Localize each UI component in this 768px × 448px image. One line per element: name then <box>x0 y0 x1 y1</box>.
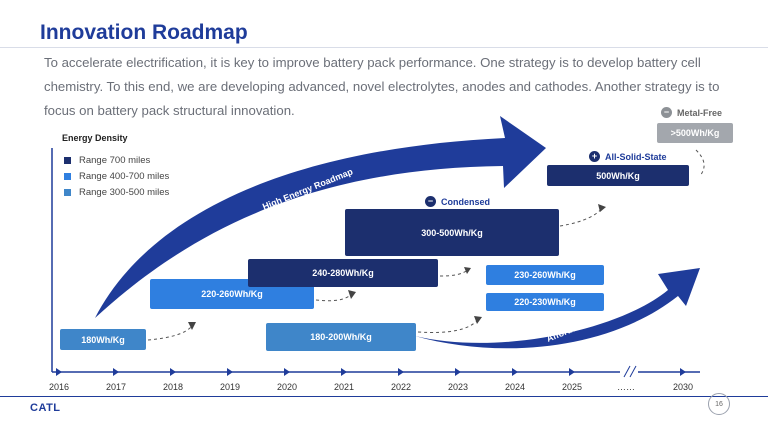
tick-marker <box>341 368 347 376</box>
legend-item-400-700: Range 400-700 miles <box>64 171 169 182</box>
plus-circle-icon: + <box>589 151 600 162</box>
tag-all-solid-state-label: All-Solid-State <box>605 151 667 162</box>
tick-marker <box>56 368 62 376</box>
tick-marker <box>284 368 290 376</box>
legend-label: Range 400-700 miles <box>79 171 170 182</box>
minus-circle-icon: − <box>661 107 672 118</box>
minus-circle-icon: − <box>425 196 436 207</box>
connector <box>559 207 603 227</box>
bar-240-280: 240-280Wh/Kg <box>248 259 438 287</box>
arrowhead <box>188 322 196 330</box>
tick-marker <box>170 368 176 376</box>
tag-all-solid-state: + All-Solid-State <box>589 151 667 162</box>
tick-marker <box>569 368 575 376</box>
tag-condensed-label: Condensed <box>441 196 491 207</box>
year-tick-2024: 2024 <box>504 382 526 392</box>
legend-swatch <box>64 189 71 196</box>
year-tick-2021: 2021 <box>333 382 355 392</box>
year-tick-2022: 2022 <box>390 382 412 392</box>
axis-break-1 <box>623 365 631 378</box>
year-tick-2025: 2025 <box>561 382 583 392</box>
bar-over-500: >500Wh/Kg <box>657 123 733 143</box>
page-title: Innovation Roadmap <box>40 21 248 44</box>
legend-swatch <box>64 173 71 180</box>
tick-marker <box>512 368 518 376</box>
footer-divider <box>0 396 768 397</box>
connector <box>315 293 353 302</box>
title-divider <box>0 47 768 48</box>
intro-paragraph: To accelerate electrification, it is key… <box>44 55 720 118</box>
connector <box>147 325 193 341</box>
high-energy-arrow <box>95 116 546 318</box>
legend-item-300-500: Range 300-500 miles <box>64 187 169 198</box>
affordable-arrow <box>415 268 700 349</box>
year-tick-2017: 2017 <box>105 382 127 392</box>
arrowhead <box>464 267 471 274</box>
tag-condensed: − Condensed <box>425 196 490 207</box>
connector <box>417 319 479 333</box>
y-axis-label: Energy Density <box>62 133 128 143</box>
arrowhead <box>474 316 482 324</box>
x-axis-ticks <box>56 368 686 376</box>
tick-marker <box>680 368 686 376</box>
year-tick-2016: 2016 <box>48 382 70 392</box>
year-tick-2019: 2019 <box>219 382 241 392</box>
connector-arrowheads <box>188 204 606 330</box>
tag-metal-free-label: Metal-Free <box>677 107 723 118</box>
bar-500: 500Wh/Kg <box>547 165 689 186</box>
bar-220-230: 220-230Wh/Kg <box>486 293 604 311</box>
tick-marker <box>113 368 119 376</box>
arrowhead <box>598 204 606 212</box>
year-tick-2020: 2020 <box>276 382 298 392</box>
year-tick-2018: 2018 <box>162 382 184 392</box>
bar-180-200: 180-200Wh/Kg <box>266 323 416 351</box>
tick-marker <box>455 368 461 376</box>
bar-180: 180Wh/Kg <box>60 329 146 350</box>
bar-230-260: 230-260Wh/Kg <box>486 265 604 285</box>
tick-marker <box>398 368 404 376</box>
year-tick-2023: 2023 <box>447 382 469 392</box>
page-number: 16 <box>708 393 730 415</box>
legend-swatch <box>64 157 71 164</box>
company-logo: CATL <box>30 402 61 414</box>
bar-300-500: 300-500Wh/Kg <box>345 209 559 256</box>
year-tick-ellipsis: …… <box>617 382 635 392</box>
tag-metal-free: − Metal-Free <box>661 107 722 118</box>
legend-label: Range 700 miles <box>79 155 151 166</box>
tick-marker <box>227 368 233 376</box>
axis-break-2 <box>629 365 637 378</box>
arrowhead <box>348 290 356 299</box>
connector <box>439 269 469 277</box>
connector <box>695 149 705 177</box>
legend-label: Range 300-500 miles <box>79 187 170 198</box>
legend-item-700: Range 700 miles <box>64 155 150 166</box>
year-tick-2030: 2030 <box>672 382 694 392</box>
